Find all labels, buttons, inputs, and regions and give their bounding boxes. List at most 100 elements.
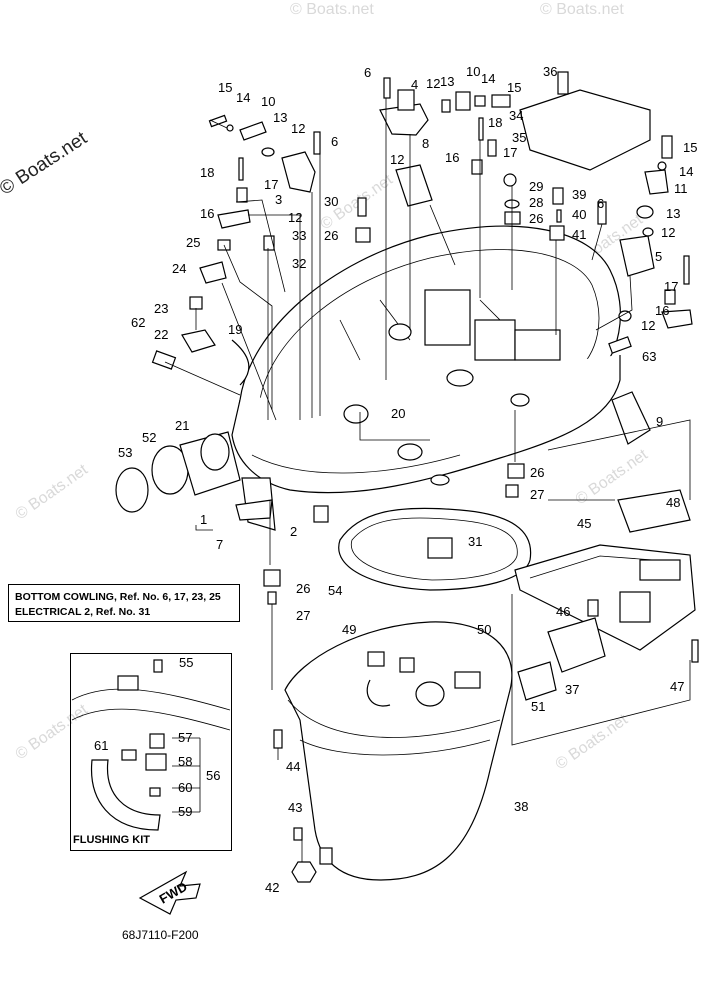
callout-36: 36 [543, 64, 557, 79]
callout-43: 43 [288, 800, 302, 815]
callout-10b: 10 [466, 64, 480, 79]
callout-29: 29 [529, 179, 543, 194]
seal-gasket [338, 507, 532, 591]
callout-32: 32 [292, 256, 306, 271]
callout-26c: 26 [530, 465, 544, 480]
callout-27: 27 [530, 487, 544, 502]
watermark: © Boats.net [13, 461, 92, 523]
callout-12e: 12 [661, 225, 675, 240]
callout-17c: 17 [664, 279, 678, 294]
callout-16: 16 [200, 206, 214, 221]
callout-15b: 15 [507, 80, 521, 95]
callout-1: 1 [200, 512, 207, 527]
callout-61: 61 [94, 738, 108, 753]
callout-20: 20 [391, 406, 405, 421]
callout-49: 49 [342, 622, 356, 637]
callout-26d: 26 [296, 581, 310, 596]
callout-35: 35 [512, 130, 526, 145]
flushing-kit-parts [71, 659, 231, 831]
callout-56: 56 [206, 768, 220, 783]
callout-47: 47 [670, 679, 684, 694]
callout-3: 3 [275, 192, 282, 207]
callout-37: 37 [565, 682, 579, 697]
callout-10: 10 [261, 94, 275, 109]
callout-31: 31 [468, 534, 482, 549]
callout-12f: 12 [641, 318, 655, 333]
callout-11: 11 [674, 181, 688, 196]
reference-note-line-2: ELECTRICAL 2, Ref. No. 31 [15, 606, 151, 618]
callout-labels: 15 14 10 13 12 6 18 17 3 12 16 33 25 32 … [94, 64, 697, 895]
lower-right-bracket [514, 489, 699, 701]
reference-note-line-1: BOTTOM COWLING, Ref. No. 6, 17, 23, 25 [15, 591, 221, 603]
callout-23: 23 [154, 301, 168, 316]
callout-16b: 16 [445, 150, 459, 165]
callout-21: 21 [175, 418, 189, 433]
callout-45: 45 [577, 516, 591, 531]
watermark: © Boats.net [290, 1, 374, 18]
callout-14c: 14 [679, 164, 693, 179]
reference-note-box: BOTTOM COWLING, Ref. No. 6, 17, 23, 25 E… [8, 584, 240, 622]
callout-51: 51 [531, 699, 545, 714]
callout-57: 57 [178, 730, 192, 745]
callout-4: 4 [411, 77, 418, 92]
callout-34: 34 [509, 108, 523, 123]
callout-39: 39 [572, 187, 586, 202]
callout-50: 50 [477, 622, 491, 637]
callout-6c: 6 [597, 196, 604, 211]
callout-14b: 14 [481, 71, 495, 86]
callout-12: 12 [291, 121, 305, 136]
callout-12c: 12 [426, 76, 440, 91]
upper-right-bracket-assembly [597, 135, 693, 445]
callout-48: 48 [666, 495, 680, 510]
callout-28: 28 [529, 195, 543, 210]
callout-63: 63 [642, 349, 656, 364]
callout-54: 54 [328, 583, 342, 598]
bottom-cowling [231, 225, 621, 494]
callout-46: 46 [556, 604, 570, 619]
callout-44: 44 [286, 759, 300, 774]
callout-7: 7 [216, 537, 223, 552]
callout-25: 25 [186, 235, 200, 250]
callout-55: 55 [179, 655, 193, 670]
callout-24: 24 [172, 261, 186, 276]
callout-8: 8 [422, 136, 429, 151]
lower-apron [284, 621, 513, 881]
watermark: © Boats.net [540, 1, 624, 18]
callout-14: 14 [236, 90, 250, 105]
callout-16c: 16 [655, 303, 669, 318]
callout-12b: 12 [288, 210, 302, 225]
flushing-kit-label: FLUSHING KIT [73, 834, 150, 846]
figure-code: 68J7110-F200 [122, 928, 199, 942]
callout-13b: 13 [440, 74, 454, 89]
callout-15: 15 [218, 80, 232, 95]
callout-22: 22 [154, 327, 168, 342]
callout-41: 41 [572, 227, 586, 242]
callout-12d: 12 [390, 152, 404, 167]
callout-13: 13 [273, 110, 287, 125]
callout-59: 59 [178, 804, 192, 819]
callout-17b: 17 [503, 145, 517, 160]
callout-18b: 18 [488, 115, 502, 130]
callout-2: 2 [290, 524, 297, 539]
callout-52: 52 [142, 430, 156, 445]
callout-58: 58 [178, 754, 192, 769]
callout-38: 38 [514, 799, 528, 814]
callout-62: 62 [131, 315, 145, 330]
callout-13c: 13 [666, 206, 680, 221]
callout-18: 18 [200, 165, 214, 180]
callout-9: 9 [656, 414, 663, 429]
upper-middle-assembly [355, 71, 651, 243]
callout-60: 60 [178, 780, 192, 795]
callout-5: 5 [655, 249, 662, 264]
callout-30: 30 [324, 194, 338, 209]
misc-fasteners [263, 463, 525, 883]
front-left-parts [115, 431, 329, 531]
callout-26: 26 [529, 211, 543, 226]
leader-lines [164, 98, 691, 862]
callout-42: 42 [265, 880, 279, 895]
callout-26b: 26 [324, 228, 338, 243]
callout-53: 53 [118, 445, 132, 460]
watermark: © Boats.net [553, 711, 632, 773]
callout-19: 19 [228, 322, 242, 337]
